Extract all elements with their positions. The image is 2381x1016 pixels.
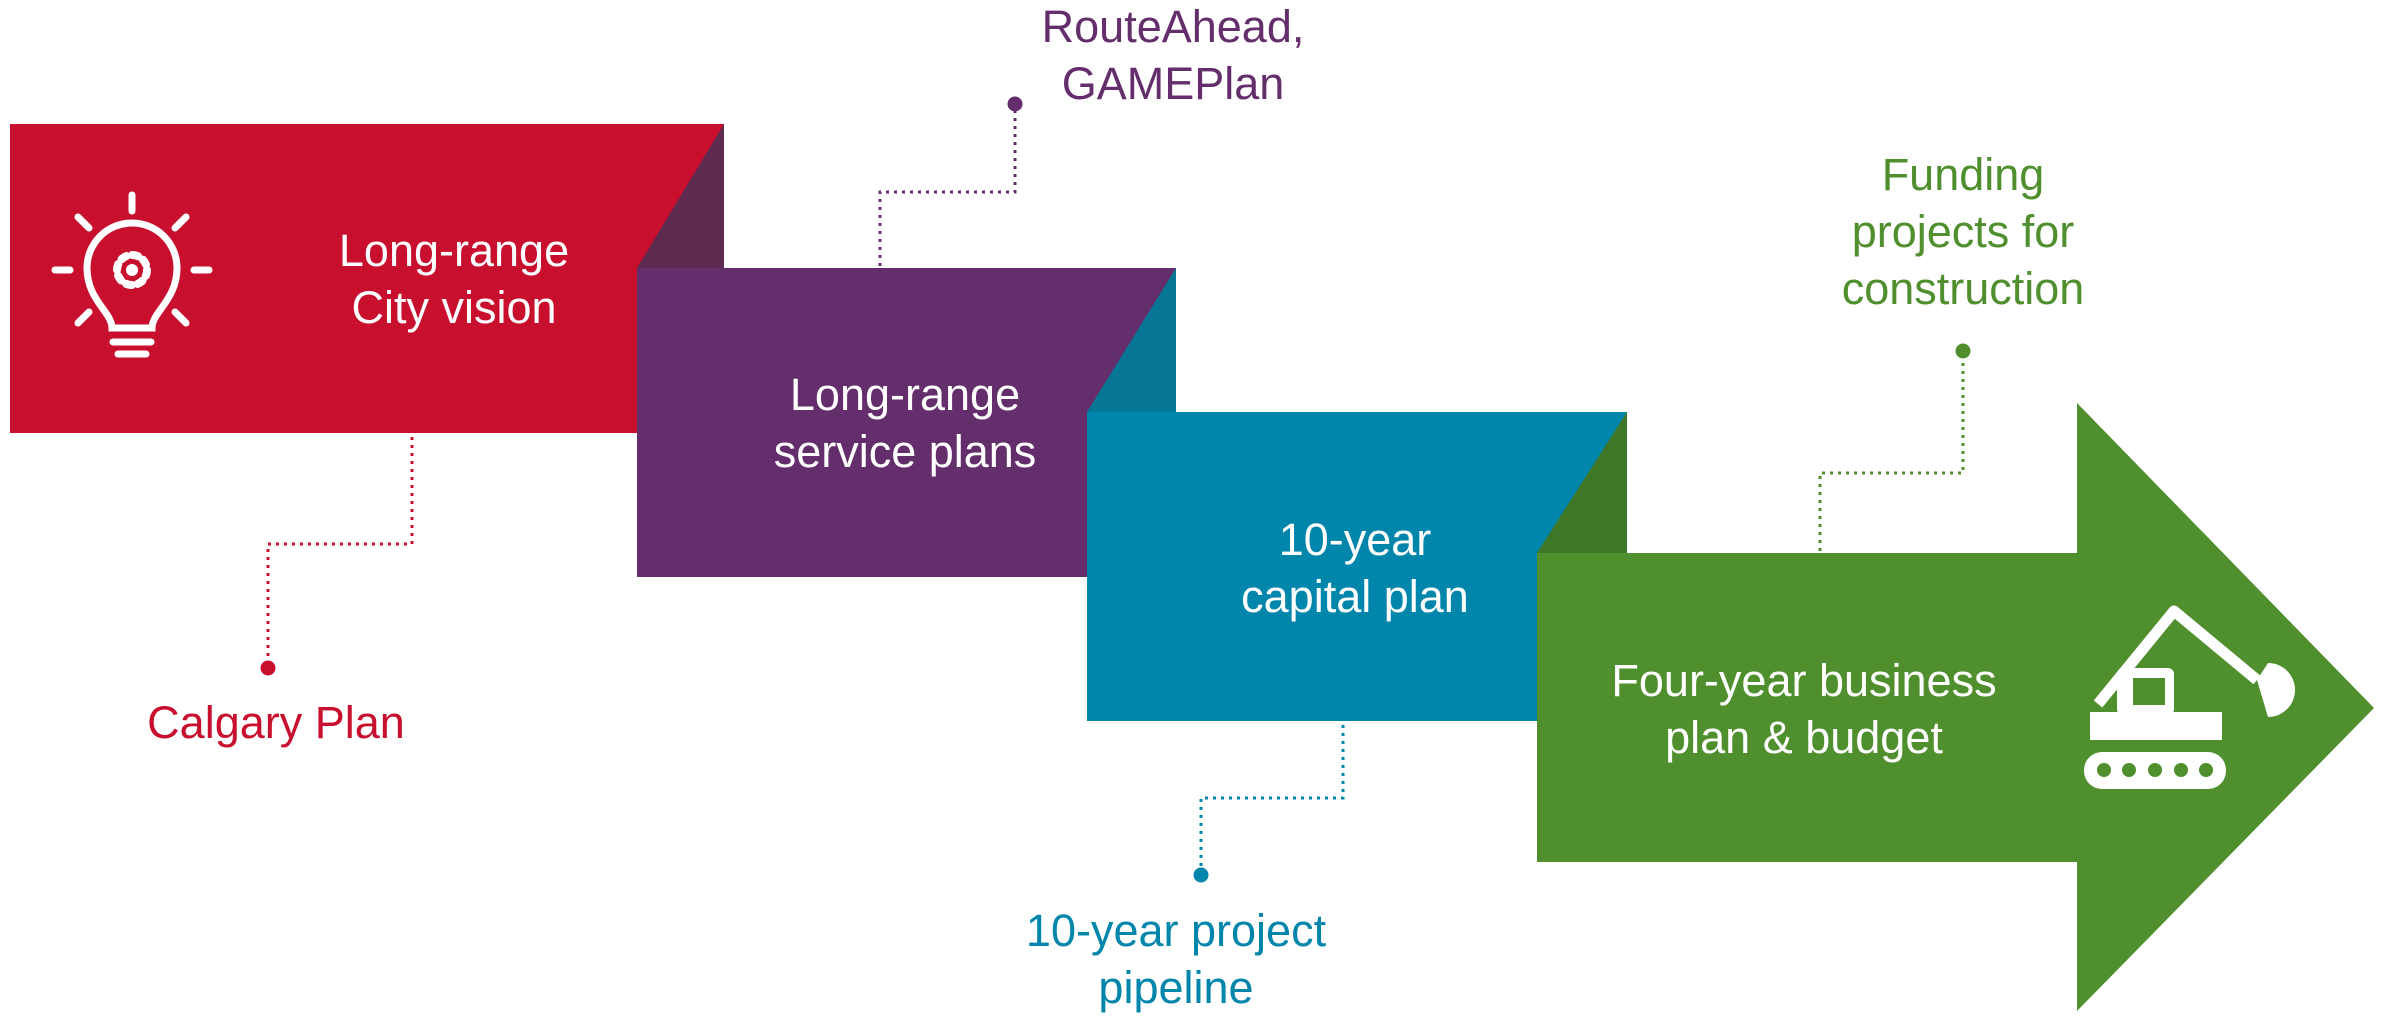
stage-vision-label-line-1: Long-range	[338, 225, 570, 276]
stage-service-fold	[1087, 268, 1176, 412]
callout-business-connector	[1818, 343, 1971, 551]
stage-service-label-line-2: service plans	[773, 426, 1037, 477]
callout-capital-line-1: 10-year project	[1025, 905, 1327, 956]
callout-capital-line-2: pipeline	[1098, 962, 1254, 1013]
stage-service-label-line-1: Long-range	[789, 369, 1021, 420]
stage-vision-fold	[637, 124, 724, 268]
stage-capital-fold	[1537, 412, 1627, 553]
stage-vision-label-line-2: City vision	[351, 282, 557, 333]
callout-service-connector	[878, 96, 1023, 266]
callout-service-line-2: GAMEPlan	[1061, 58, 1285, 109]
excavator-icon	[2084, 605, 2295, 789]
stage-capital-label-line-1: 10-year	[1278, 514, 1432, 565]
stage-service-block	[637, 268, 1176, 577]
callout-business-line-3: construction	[1841, 263, 2085, 314]
stage-business-label-line-1: Four-year business	[1611, 655, 1997, 706]
callout-business-line-2: projects for	[1851, 206, 2075, 257]
callout-vision-line-1: Calgary Plan	[147, 697, 405, 748]
stage-business-label-line-2: plan & budget	[1665, 712, 1943, 763]
stage-business-arrow	[1537, 403, 2374, 1011]
stage-capital-block	[1087, 412, 1627, 721]
lightbulb-gear-icon	[51, 191, 213, 358]
stage-capital-label-line-2: capital plan	[1241, 571, 1469, 622]
callout-business-line-1: Funding	[1881, 149, 2045, 200]
callout-capital-connector	[1193, 725, 1345, 883]
stage-vision-block	[10, 124, 724, 433]
callout-service-line-1: RouteAhead,	[1041, 1, 1305, 52]
callout-vision-connector	[260, 437, 414, 676]
